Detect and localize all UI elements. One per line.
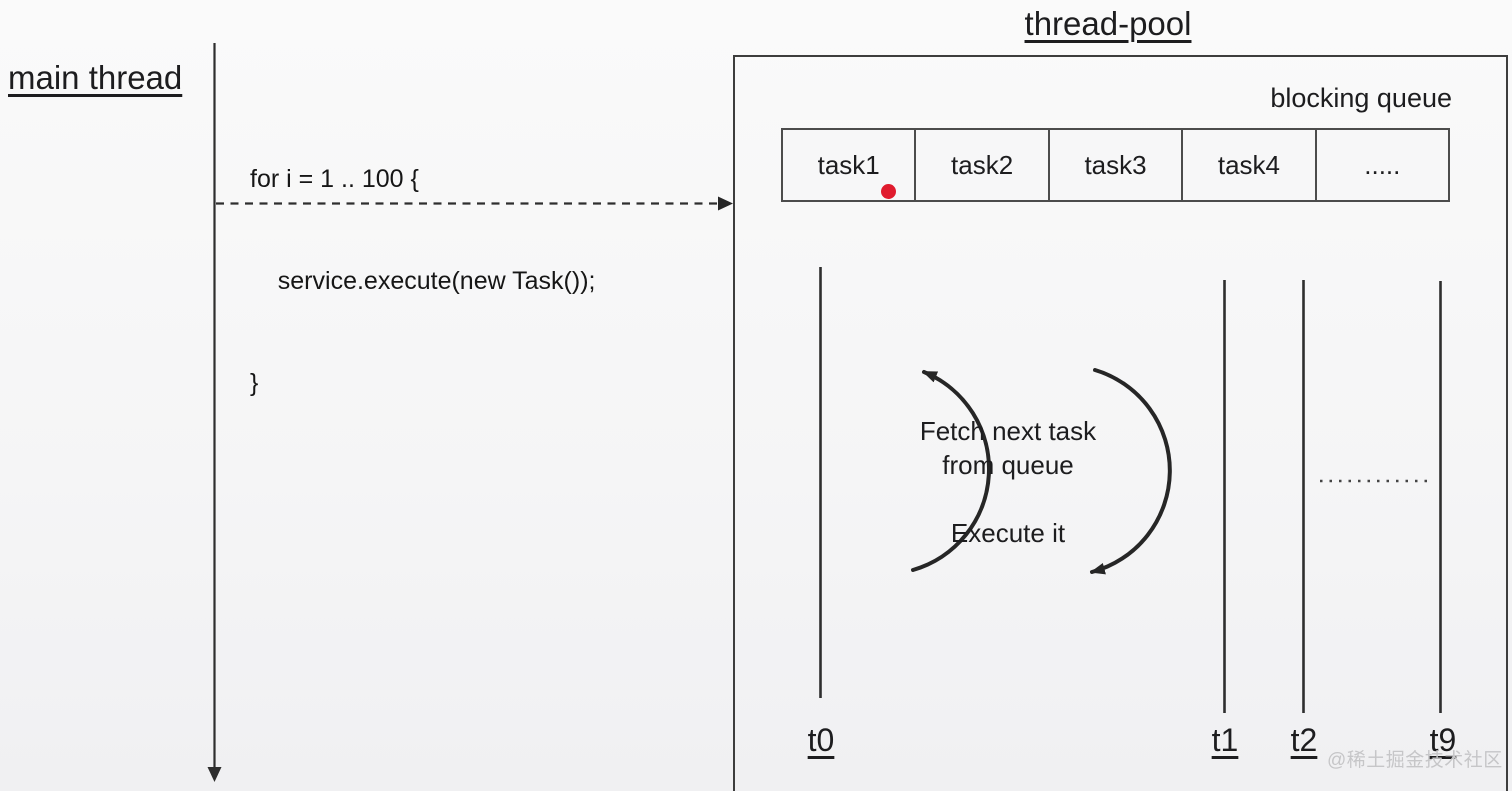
queue-cell-ellipsis: .....	[1364, 149, 1401, 180]
thread-label-t2: t2	[1290, 722, 1318, 758]
queue-cell-task1: task1	[783, 130, 917, 200]
loop-text-fetch-1: Fetch next task	[919, 416, 1097, 446]
code-line-2: service.execute(new Task());	[250, 267, 596, 295]
submit-loop-code: for i = 1 .. 100 { service.execute(new T…	[250, 94, 595, 468]
code-line-3: }	[250, 369, 259, 397]
main-thread-arrowhead-icon	[207, 767, 222, 782]
thread-label-t9: t9	[1429, 722, 1457, 758]
queue-cell-task4: task4	[1183, 130, 1317, 200]
thread-label-t1: t1	[1211, 722, 1239, 758]
queue-cell-task3: task3	[1050, 130, 1184, 200]
code-line-1: for i = 1 .. 100 {	[250, 165, 419, 193]
thread-pool-box	[733, 55, 1508, 791]
submit-task-arrowhead-icon	[718, 196, 733, 211]
loop-text-fetch-2: from queue	[942, 450, 1074, 480]
queue-cell-task2: task2	[916, 130, 1050, 200]
thread-label-t0: t0	[807, 722, 835, 758]
current-task-dot-icon	[881, 184, 896, 199]
watermark: @稀土掘金技术社区	[1327, 750, 1503, 771]
loop-text-execute: Execute it	[950, 518, 1066, 548]
blocking-queue-label: blocking queue	[1270, 83, 1452, 113]
thread-pool-title: thread-pool	[1024, 5, 1192, 42]
main-thread-label: main thread	[8, 59, 183, 96]
